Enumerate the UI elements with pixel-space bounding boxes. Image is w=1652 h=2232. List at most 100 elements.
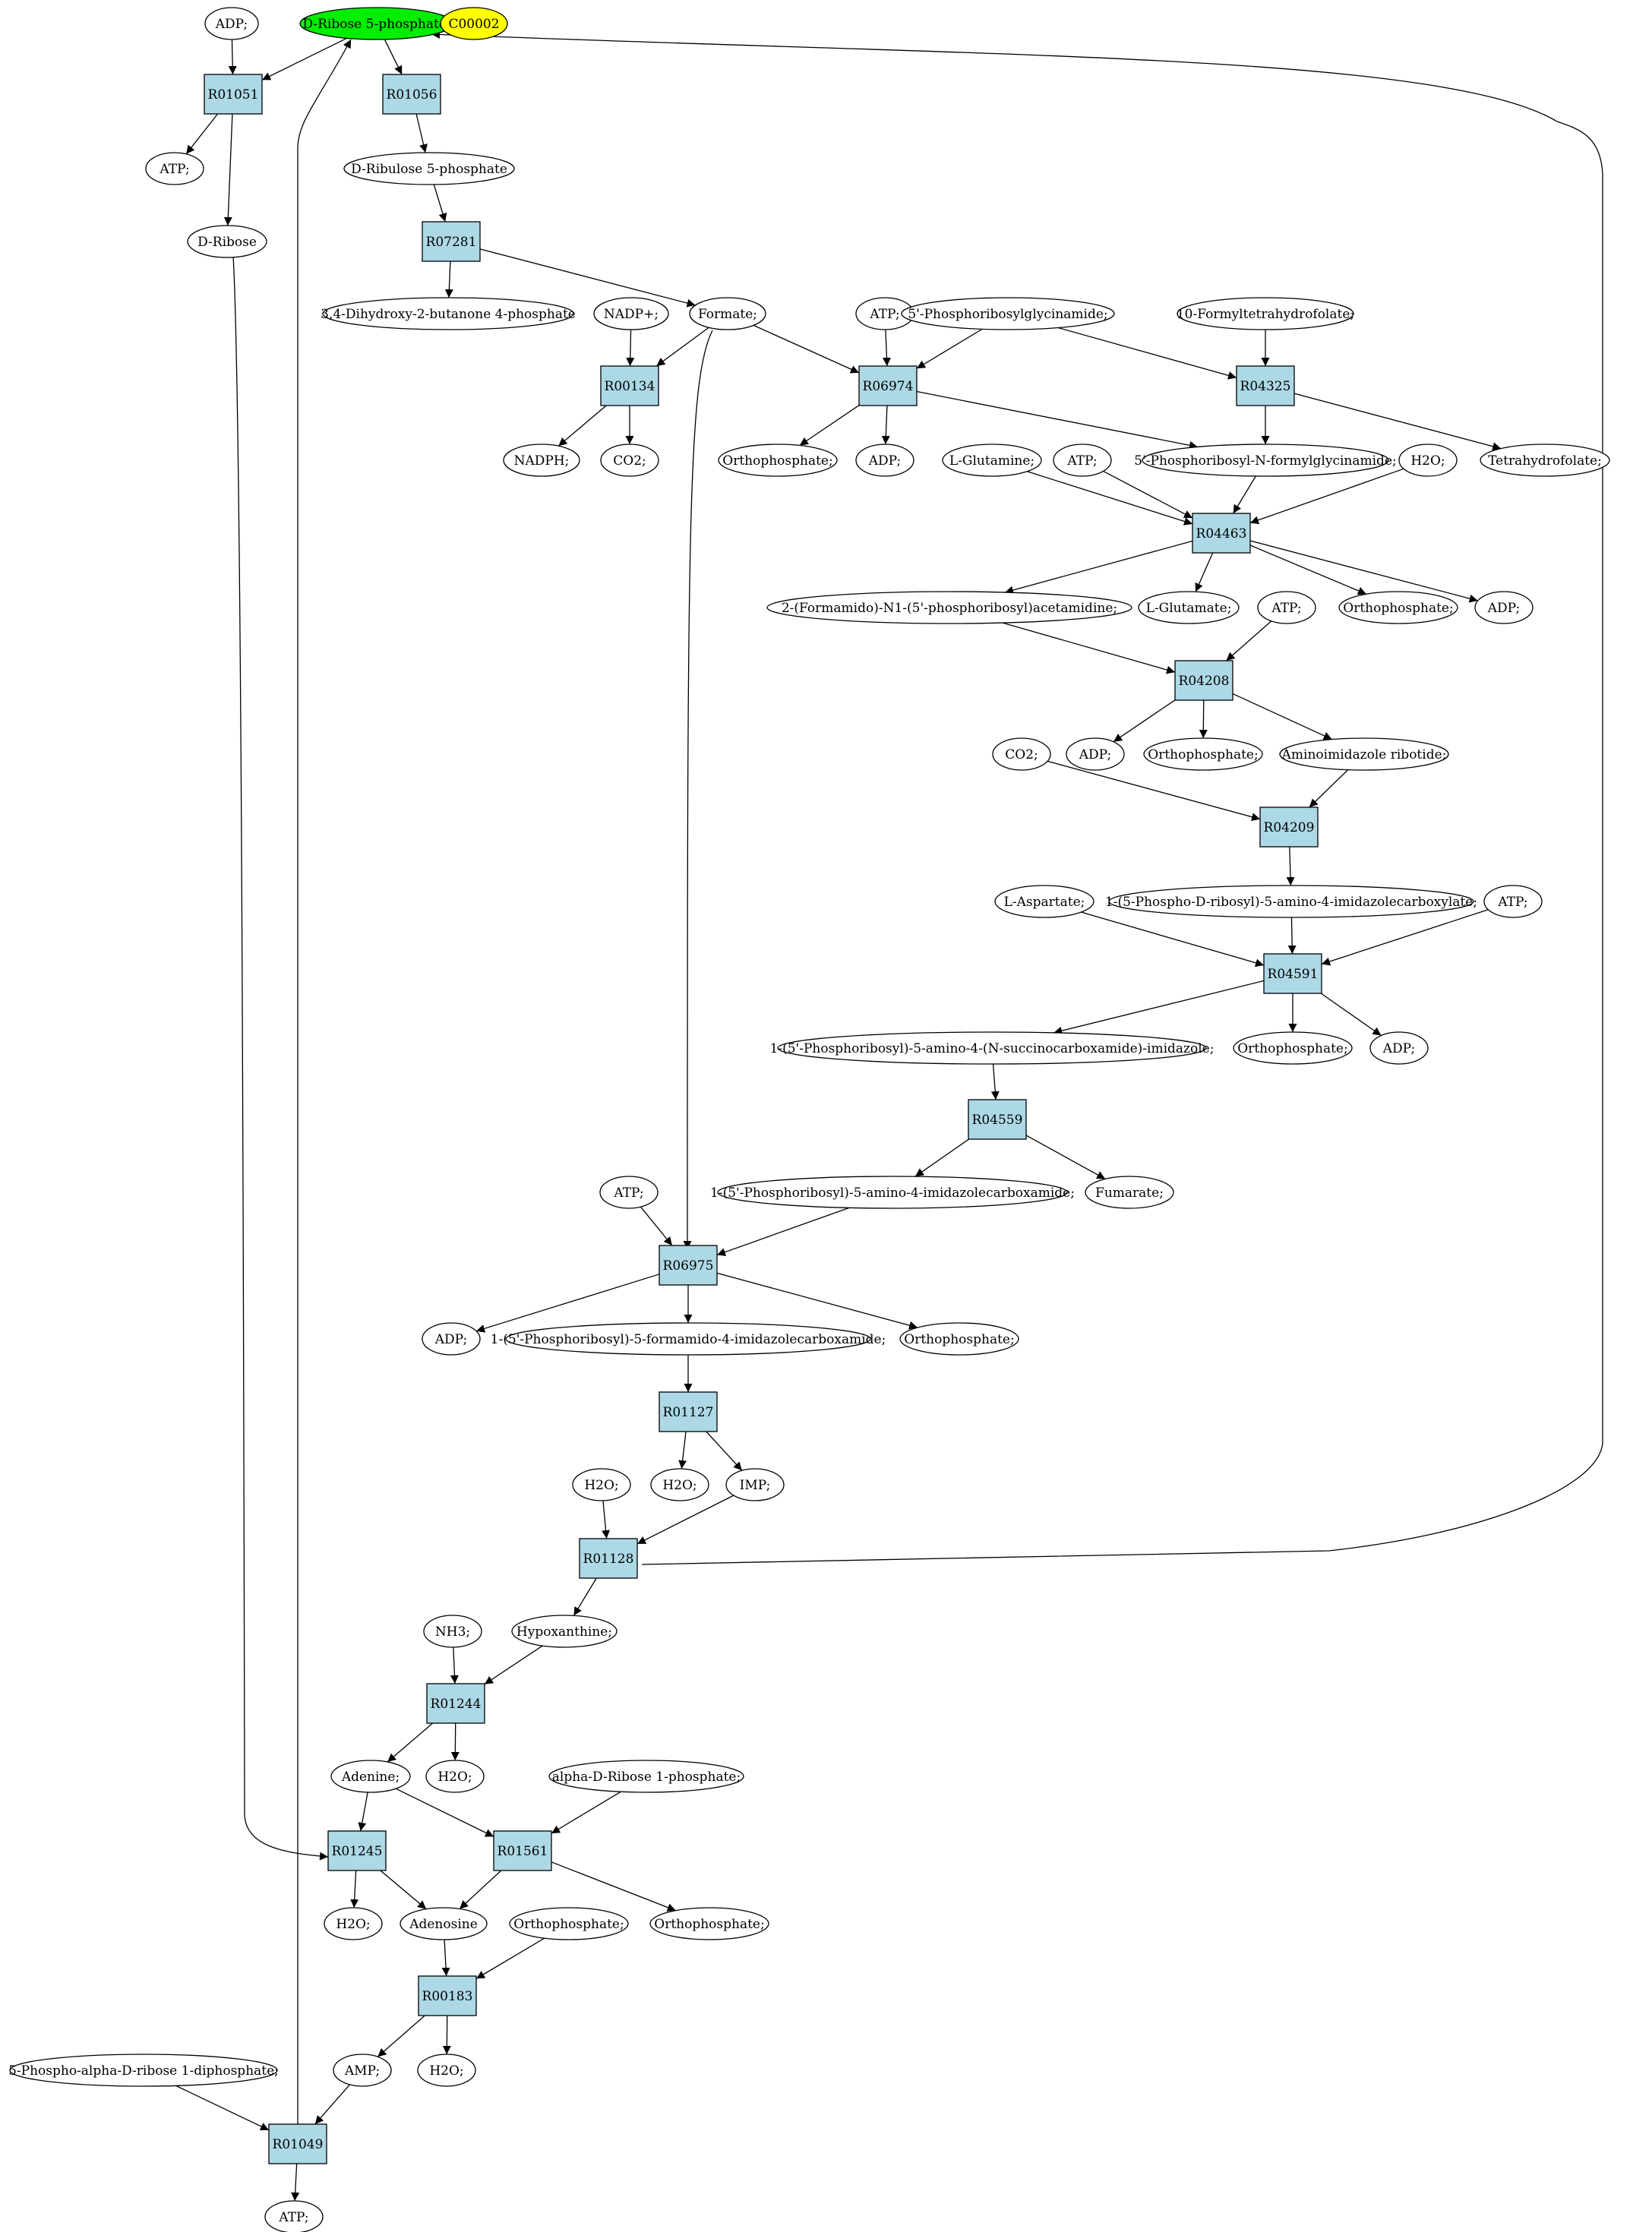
reaction-r06975[interactable]: R06975	[659, 1245, 718, 1286]
compound-air[interactable]: Aminoimidazole ribotide;	[1279, 737, 1449, 771]
reaction-r01244[interactable]: R01244	[426, 1683, 485, 1724]
compound-adp-r04591[interactable]: ADP;	[1369, 1031, 1429, 1065]
edge-r06975-to-adp_r06975	[475, 1274, 660, 1333]
edge-r04463-to-ortho_r04463	[1249, 545, 1367, 595]
reaction-box	[1259, 807, 1319, 848]
compound-adp-top[interactable]: ADP;	[204, 7, 259, 40]
compound-atp-r01049[interactable]: ATP;	[264, 2200, 324, 2232]
reaction-box	[968, 1099, 1027, 1140]
compound-ar1p[interactable]: alpha-D-Ribose 1-phosphate;	[548, 1760, 744, 1793]
reaction-r06974[interactable]: R06974	[858, 365, 918, 406]
compound-fgar[interactable]: 5'-Phosphoribosyl-N-formylglycinamide;	[1134, 444, 1397, 477]
compound-atp-r01051[interactable]: ATP;	[145, 152, 204, 185]
compound-prpp[interactable]: 5-Phospho-alpha-D-ribose 1-diphosphate;	[8, 2054, 279, 2087]
compound-ortho-r04208[interactable]: Orthophosphate;	[1143, 737, 1263, 771]
compound-hypoxanthine[interactable]: Hypoxanthine;	[511, 1615, 618, 1648]
compound-atp-r04463[interactable]: ATP;	[1053, 444, 1112, 477]
compound-ribulose[interactable]: D-Ribulose 5-phosphate	[343, 152, 515, 185]
compound-saicar[interactable]: 1-(5'-Phosphoribosyl)-5-amino-4-(N-succi…	[770, 1031, 1215, 1065]
compound-ortho-r04463[interactable]: Orthophosphate;	[1338, 591, 1458, 624]
edge-dribose-to-r01245	[232, 255, 329, 1861]
compound-fthf[interactable]: 10-Formyltetrahydrofolate;	[1177, 297, 1354, 330]
compound-h2o-r01128[interactable]: H2O;	[572, 1468, 631, 1501]
reaction-r04209[interactable]: R04209	[1259, 807, 1319, 848]
reaction-r01056[interactable]: R01056	[382, 74, 441, 115]
compound-h2o-r01245[interactable]: H2O;	[324, 1907, 383, 1940]
compound-atp-r06974[interactable]: ATP;	[855, 297, 914, 330]
compound-atp-r04591[interactable]: ATP;	[1483, 885, 1543, 918]
compound-fgam[interactable]: 2-(Formamido)-N1-(5'-phosphoribosyl)acet…	[766, 591, 1132, 624]
compound-thf[interactable]: Tetrahydrofolate;	[1480, 444, 1610, 477]
compound-ortho-r04591[interactable]: Orthophosphate;	[1233, 1031, 1353, 1065]
reaction-r00183[interactable]: R00183	[418, 1975, 477, 2016]
reaction-r01128[interactable]: R01128	[579, 1538, 638, 1579]
compound-co2-r04209[interactable]: CO2;	[992, 737, 1051, 771]
compound-adenosine[interactable]: Adenosine	[400, 1907, 488, 1940]
compound-h2o-r04463[interactable]: H2O;	[1398, 444, 1458, 477]
reaction-r04208[interactable]: R04208	[1174, 660, 1233, 701]
reaction-r04463[interactable]: R04463	[1192, 513, 1251, 554]
reaction-r01245[interactable]: R01245	[327, 1830, 387, 1871]
reaction-r01051[interactable]: R01051	[204, 74, 263, 115]
reaction-box	[659, 1245, 718, 1286]
compound-lglutamate[interactable]: L-Glutamate;	[1138, 591, 1240, 624]
compound-d-ribose[interactable]: D-Ribose	[187, 225, 267, 258]
edge-r06974-to-fgar	[916, 390, 1199, 450]
compound-atp-r06975[interactable]: ATP;	[599, 1176, 659, 1209]
node-label: IMP;	[740, 1478, 771, 1493]
compound-nadp[interactable]: NADP+;	[593, 297, 669, 330]
compound-lglutamine[interactable]: L-Glutamine;	[942, 444, 1042, 477]
node-label: R01245	[332, 1844, 383, 1859]
node-label: ADP;	[1382, 1041, 1415, 1056]
compound-amp[interactable]: AMP;	[333, 2054, 392, 2087]
compound-h2o-r00183[interactable]: H2O;	[417, 2054, 476, 2087]
compound-ellipse	[942, 444, 1042, 477]
compound-ellipse	[324, 1907, 383, 1940]
node-label: 5'-Phosphoribosyl-N-formylglycinamide;	[1134, 453, 1396, 469]
compound-laspartate[interactable]: L-Aspartate;	[994, 885, 1094, 918]
compound-ellipse	[1142, 444, 1389, 477]
compound-nadph[interactable]: NADPH;	[503, 444, 580, 477]
reaction-r04559[interactable]: R04559	[968, 1099, 1027, 1140]
compound-adp-r06974[interactable]: ADP;	[855, 444, 914, 477]
compound-fumarate[interactable]: Fumarate;	[1085, 1176, 1174, 1209]
compound-aicar[interactable]: 1-(5'-Phosphoribosyl)-5-amino-4-imidazol…	[710, 1176, 1075, 1209]
compound-nh3[interactable]: NH3;	[423, 1615, 482, 1648]
compound-co2-r00134[interactable]: CO2;	[600, 444, 659, 477]
compound-ellipse	[417, 2054, 476, 2087]
reaction-r01561[interactable]: R01561	[493, 1830, 552, 1871]
compound-h2o-r01127[interactable]: H2O;	[650, 1468, 709, 1501]
compound-gar[interactable]: 5'-Phosphoribosylglycinamide;	[901, 297, 1115, 330]
reaction-r01049[interactable]: R01049	[268, 2123, 327, 2164]
compound-cair[interactable]: 1-(5-Phospho-D-ribosyl)-5-amino-4-imidaz…	[1105, 885, 1477, 918]
compound-adenine[interactable]: Adenine;	[330, 1760, 411, 1793]
compound-adp-r04463[interactable]: ADP;	[1474, 591, 1534, 624]
compound-ellipse	[1143, 737, 1263, 771]
compound-atp-r04208[interactable]: ATP;	[1257, 591, 1316, 624]
edge-r01049-to-atp_r01049	[291, 2163, 300, 2202]
compound-imp[interactable]: IMP;	[725, 1468, 785, 1501]
compound-adp-r04208[interactable]: ADP;	[1066, 737, 1125, 771]
node-label: ATP;	[1271, 601, 1301, 616]
compound-adp-r06975[interactable]: ADP;	[422, 1322, 481, 1356]
reaction-r04591[interactable]: R04591	[1263, 953, 1322, 994]
edge-layer	[175, 30, 1603, 2202]
compound-formate[interactable]: Formate;	[689, 297, 766, 330]
reaction-r01127[interactable]: R01127	[659, 1391, 718, 1432]
compound-faicar[interactable]: 1-(5'-Phosphoribosyl)-5-formamido-4-imid…	[491, 1322, 886, 1356]
compound-ellipse	[440, 7, 508, 40]
compound-ortho-r06975[interactable]: Orthophosphate;	[899, 1322, 1019, 1356]
compound-r5p[interactable]: D-Ribose 5-phosphate;	[299, 7, 454, 40]
edge-r06974-to-adp_r06974	[881, 405, 890, 445]
compound-c00002[interactable]: C00002	[440, 7, 508, 40]
compound-ortho-r00183[interactable]: Orthophosphate;	[509, 1907, 629, 1940]
reaction-r00134[interactable]: R00134	[600, 365, 659, 406]
compound-h2o-r01244[interactable]: H2O;	[425, 1760, 485, 1793]
reaction-r07281[interactable]: R07281	[422, 221, 481, 262]
edge-aicar-to-r06975	[716, 1207, 850, 1256]
compound-butanone[interactable]: 3,4-Dihydroxy-2-butanone 4-phosphate	[321, 297, 576, 330]
reaction-r04325[interactable]: R04325	[1236, 365, 1295, 406]
compound-ortho-r06974[interactable]: Orthophosphate;	[718, 444, 838, 477]
compound-ortho-r01561[interactable]: Orthophosphate;	[649, 1907, 769, 1940]
compound-ellipse	[1053, 444, 1112, 477]
